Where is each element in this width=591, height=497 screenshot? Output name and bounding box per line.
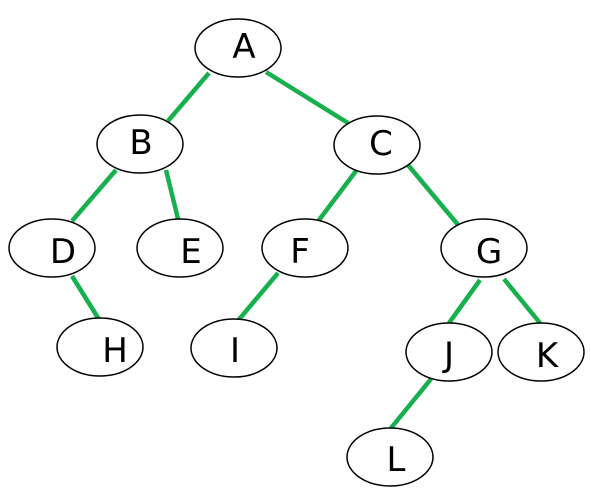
edge-b-e (163, 169, 181, 220)
node-e-label: E (180, 232, 201, 272)
node-a-ellipse (194, 18, 282, 78)
node-i-ellipse (190, 318, 278, 378)
node-l-ellipse (346, 427, 434, 487)
node-j: J (405, 322, 493, 382)
node-b-label: B (129, 123, 152, 163)
node-g-label: G (476, 232, 502, 272)
edge-d-h (70, 274, 102, 323)
edge-a-b (166, 71, 211, 123)
node-f-ellipse (261, 218, 349, 278)
node-c-ellipse (333, 115, 421, 175)
node-e: E (136, 218, 224, 278)
node-d-ellipse (8, 218, 96, 278)
tree-edges (70, 70, 542, 430)
node-h: H (56, 317, 144, 377)
node-l: L (346, 427, 434, 487)
node-c-label: C (369, 124, 393, 164)
node-j-label: J (442, 335, 454, 375)
node-h-ellipse (56, 317, 144, 377)
node-i: I (190, 318, 278, 378)
node-e-ellipse (136, 218, 224, 278)
node-a: A (194, 18, 282, 78)
node-f-label: F (290, 232, 310, 272)
node-b: B (96, 114, 184, 174)
edge-c-f (314, 169, 358, 226)
node-d: D (8, 218, 96, 278)
edge-g-k (502, 277, 542, 325)
node-i-label: I (230, 331, 240, 371)
edge-j-l (389, 377, 433, 430)
node-h-label: H (102, 331, 128, 371)
node-k-label: K (536, 336, 560, 376)
edge-f-i (234, 271, 280, 325)
node-f: F (261, 218, 349, 278)
node-d-label: D (50, 232, 76, 272)
edge-b-d (70, 168, 118, 223)
node-l-label: L (387, 440, 406, 480)
edge-g-j (447, 278, 482, 325)
node-g: G (440, 218, 528, 278)
node-k: K (497, 322, 585, 382)
node-b-ellipse (96, 114, 184, 174)
tree-nodes: A B C D E F G H I J K L (8, 18, 585, 487)
node-j-ellipse (405, 322, 493, 382)
node-a-label: A (232, 27, 255, 67)
node-c: C (333, 115, 421, 175)
edge-c-g (406, 163, 461, 228)
node-g-ellipse (440, 218, 528, 278)
node-k-ellipse (497, 322, 585, 382)
edge-a-c (264, 70, 350, 125)
